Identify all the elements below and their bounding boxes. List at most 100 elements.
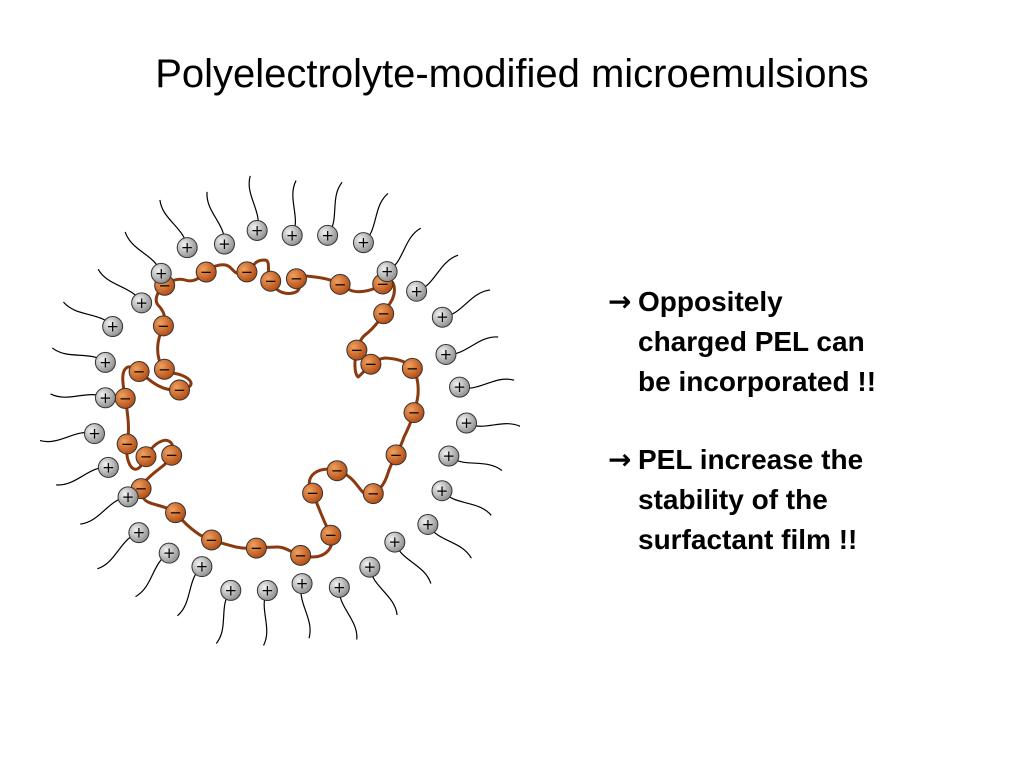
- bullet-list: → Oppositely charged PEL can be incorpor…: [608, 282, 1008, 598]
- plus-sign: +: [155, 264, 168, 282]
- plus-sign: +: [436, 482, 449, 500]
- negative-charge: −: [201, 529, 223, 551]
- negative-charge: −: [236, 261, 258, 283]
- negative-charge: −: [320, 524, 342, 546]
- positive-head: +: [176, 237, 198, 259]
- positive-head: +: [376, 261, 398, 283]
- minus-sign: −: [200, 263, 213, 281]
- plus-sign: +: [364, 558, 377, 576]
- minus-sign: −: [390, 446, 403, 464]
- plus-sign: +: [122, 488, 135, 506]
- negative-charge: −: [329, 273, 351, 295]
- negative-charge: −: [245, 537, 267, 559]
- minus-sign: −: [334, 275, 347, 293]
- plus-sign: +: [460, 414, 473, 432]
- surfactant-heads: ++++++++++++++++++++++++++++++++: [83, 219, 478, 602]
- plus-sign: +: [251, 221, 264, 239]
- minus-sign: −: [173, 381, 186, 399]
- positive-head: +: [406, 280, 428, 302]
- minus-sign: −: [408, 404, 421, 422]
- positive-head: +: [94, 351, 116, 373]
- minus-sign: −: [365, 355, 378, 373]
- positive-head: +: [291, 573, 313, 595]
- positive-head: +: [117, 486, 139, 508]
- positive-head: +: [94, 387, 116, 409]
- positive-head: +: [158, 542, 180, 564]
- positive-head: +: [97, 456, 119, 478]
- negative-charge: −: [114, 387, 136, 409]
- positive-head: +: [384, 531, 406, 553]
- positive-head: +: [191, 556, 213, 578]
- surfactant-tails: [40, 175, 520, 646]
- plus-sign: +: [261, 582, 274, 600]
- plus-sign: +: [99, 353, 112, 371]
- positive-head: +: [128, 522, 150, 544]
- negative-charge: −: [360, 353, 382, 375]
- minus-sign: −: [294, 546, 307, 564]
- minus-sign: −: [165, 446, 178, 464]
- bullet-line: stability of the: [638, 484, 828, 515]
- minus-sign: −: [157, 317, 170, 335]
- negative-charge: −: [169, 379, 191, 401]
- minus-sign: −: [121, 435, 134, 453]
- negative-charge: −: [152, 315, 174, 337]
- negative-charge: −: [116, 433, 138, 455]
- minus-sign: −: [133, 363, 146, 381]
- positive-head: +: [281, 224, 303, 246]
- right-arrow-icon: →: [608, 285, 632, 318]
- bullet-item-2: → PEL increase the stability of the surf…: [608, 440, 1008, 560]
- negative-charge: −: [346, 339, 368, 361]
- positive-head: +: [431, 480, 453, 502]
- plus-sign: +: [225, 581, 238, 599]
- positive-head: +: [352, 232, 374, 254]
- negative-charge: −: [302, 482, 324, 504]
- minus-sign: −: [169, 504, 182, 522]
- negative-charge: −: [385, 444, 407, 466]
- positive-head: +: [431, 306, 453, 328]
- negative-charge: −: [161, 444, 183, 466]
- positive-head: +: [131, 292, 153, 314]
- plus-sign: +: [163, 544, 176, 562]
- plus-sign: +: [443, 447, 456, 465]
- plus-sign: +: [102, 458, 115, 476]
- minus-sign: −: [135, 480, 148, 498]
- plus-sign: +: [357, 234, 370, 252]
- negative-charge: −: [260, 270, 282, 292]
- positive-head: +: [417, 513, 439, 535]
- minus-sign: −: [325, 526, 338, 544]
- positive-head: +: [213, 233, 235, 255]
- negative-charges: −−−−−−−−−−−−−−−−−−−−−−−−−−−−−−: [114, 261, 425, 566]
- positive-head: +: [456, 412, 478, 434]
- minus-sign: −: [140, 448, 153, 466]
- plus-sign: +: [389, 533, 402, 551]
- bullet-line: Oppositely: [638, 286, 783, 317]
- bullet-line: charged PEL can: [638, 326, 865, 357]
- negative-charge: −: [195, 261, 217, 283]
- plus-sign: +: [99, 389, 112, 407]
- plus-sign: +: [410, 282, 423, 300]
- plus-sign: +: [453, 378, 466, 396]
- negative-charge: −: [135, 446, 157, 468]
- negative-charge: −: [290, 544, 312, 566]
- positive-head: +: [246, 219, 268, 241]
- negative-charge: −: [285, 268, 307, 290]
- bullet-line: be incorporated !!: [638, 366, 877, 397]
- minus-sign: −: [241, 263, 254, 281]
- bullet-line: PEL increase the: [638, 444, 864, 475]
- bullet-item-1: → Oppositely charged PEL can be incorpor…: [608, 282, 1008, 402]
- plus-sign: +: [381, 263, 394, 281]
- bullet-line: surfactant film !!: [638, 524, 858, 555]
- plus-sign: +: [440, 345, 453, 363]
- negative-charge: −: [401, 357, 423, 379]
- positive-head: +: [359, 556, 381, 578]
- plus-sign: +: [296, 575, 309, 593]
- plus-sign: +: [135, 294, 148, 312]
- plus-sign: +: [106, 318, 119, 336]
- positive-head: +: [449, 376, 471, 398]
- minus-sign: −: [290, 270, 303, 288]
- positive-head: +: [328, 576, 350, 598]
- plus-sign: +: [218, 235, 231, 253]
- plus-sign: +: [181, 239, 194, 257]
- positive-head: +: [438, 445, 460, 467]
- minus-sign: −: [158, 360, 171, 378]
